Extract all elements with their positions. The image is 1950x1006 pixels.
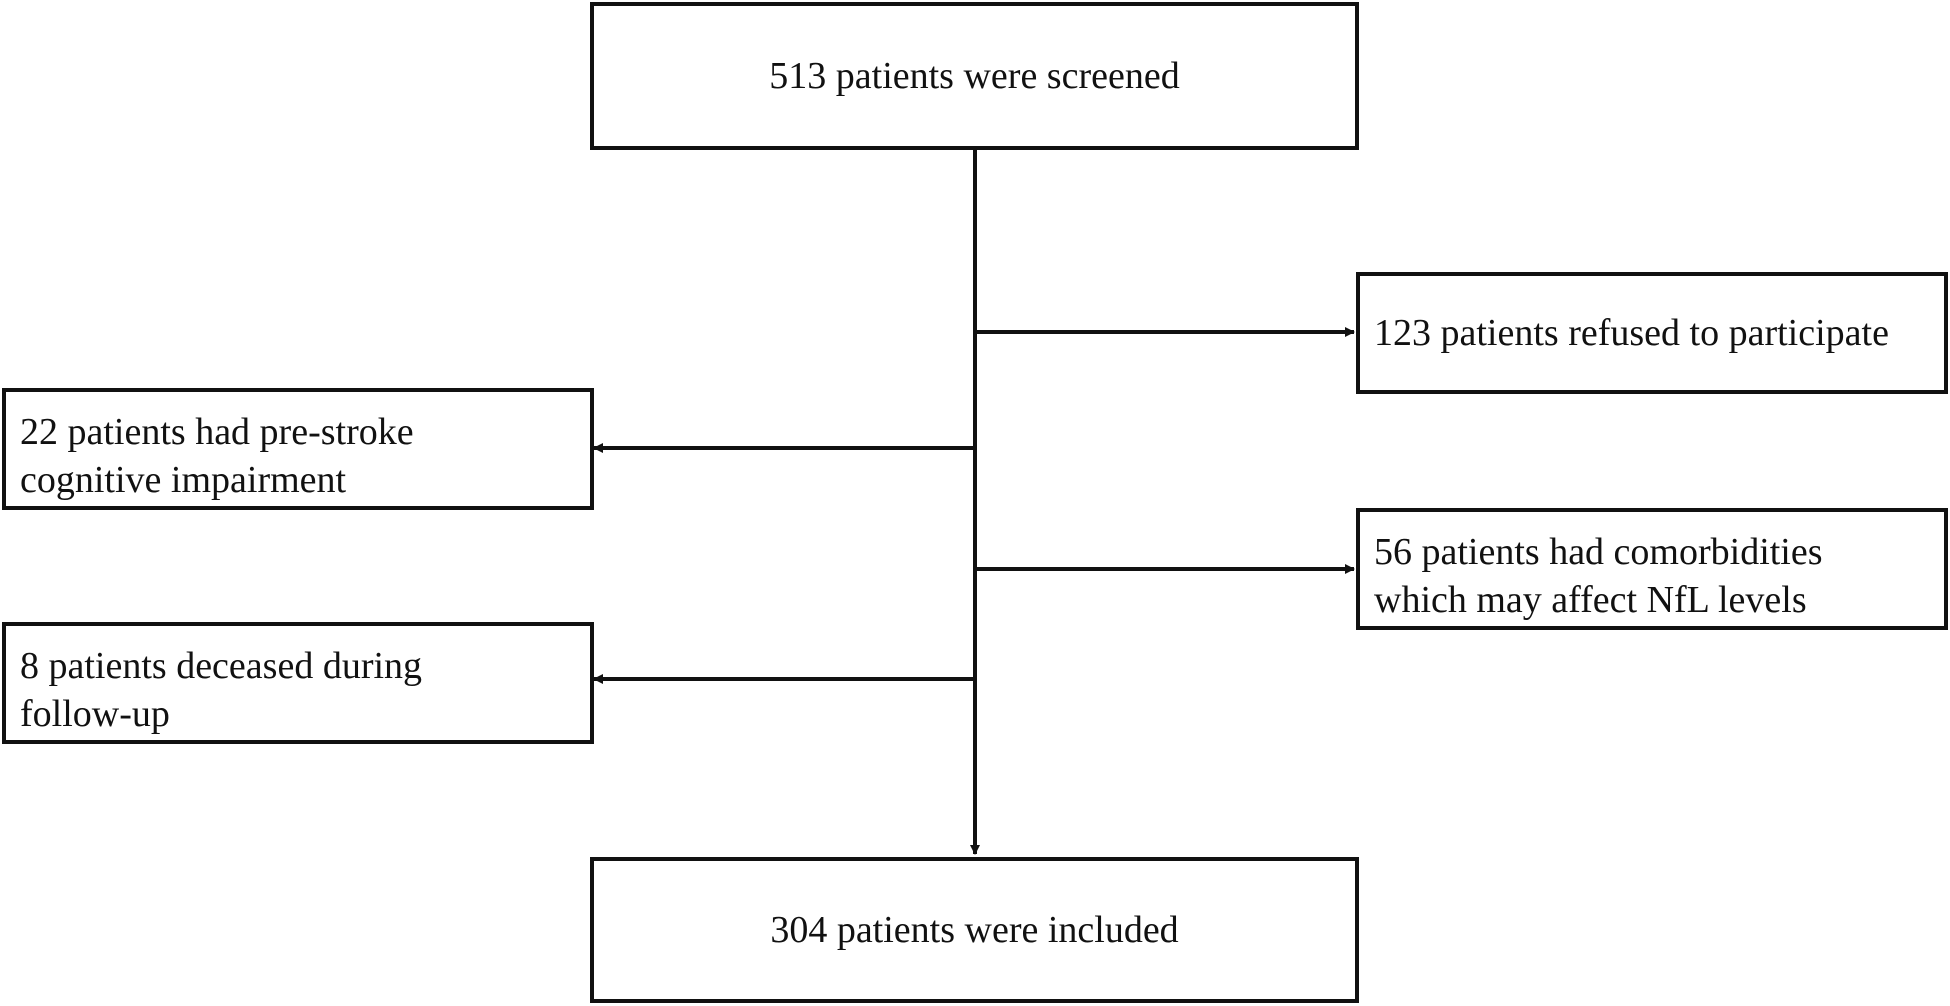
included-box: 304 patients were included bbox=[590, 857, 1359, 1003]
comorbidities-text-line2: which may affect NfL levels bbox=[1374, 579, 1807, 621]
screened-text: 513 patients were screened bbox=[769, 55, 1180, 97]
deceased-text-line1: 8 patients deceased during bbox=[20, 645, 423, 687]
included-text: 304 patients were included bbox=[770, 909, 1179, 951]
deceased-box: 8 patients deceased during follow-up bbox=[2, 622, 594, 744]
refused-box: 123 patients refused to participate bbox=[1356, 272, 1948, 394]
comorbidities-box: 56 patients had comorbidities which may … bbox=[1356, 508, 1948, 630]
pre-stroke-text-line1: 22 patients had pre-stroke bbox=[20, 411, 414, 453]
pre-stroke-box: 22 patients had pre-stroke cognitive imp… bbox=[2, 388, 594, 510]
deceased-text-line2: follow-up bbox=[20, 693, 170, 735]
comorbidities-text-line1: 56 patients had comorbidities bbox=[1374, 531, 1823, 573]
pre-stroke-text-line2: cognitive impairment bbox=[20, 459, 347, 501]
refused-text: 123 patients refused to participate bbox=[1374, 312, 1889, 354]
screened-box: 513 patients were screened bbox=[590, 2, 1359, 150]
